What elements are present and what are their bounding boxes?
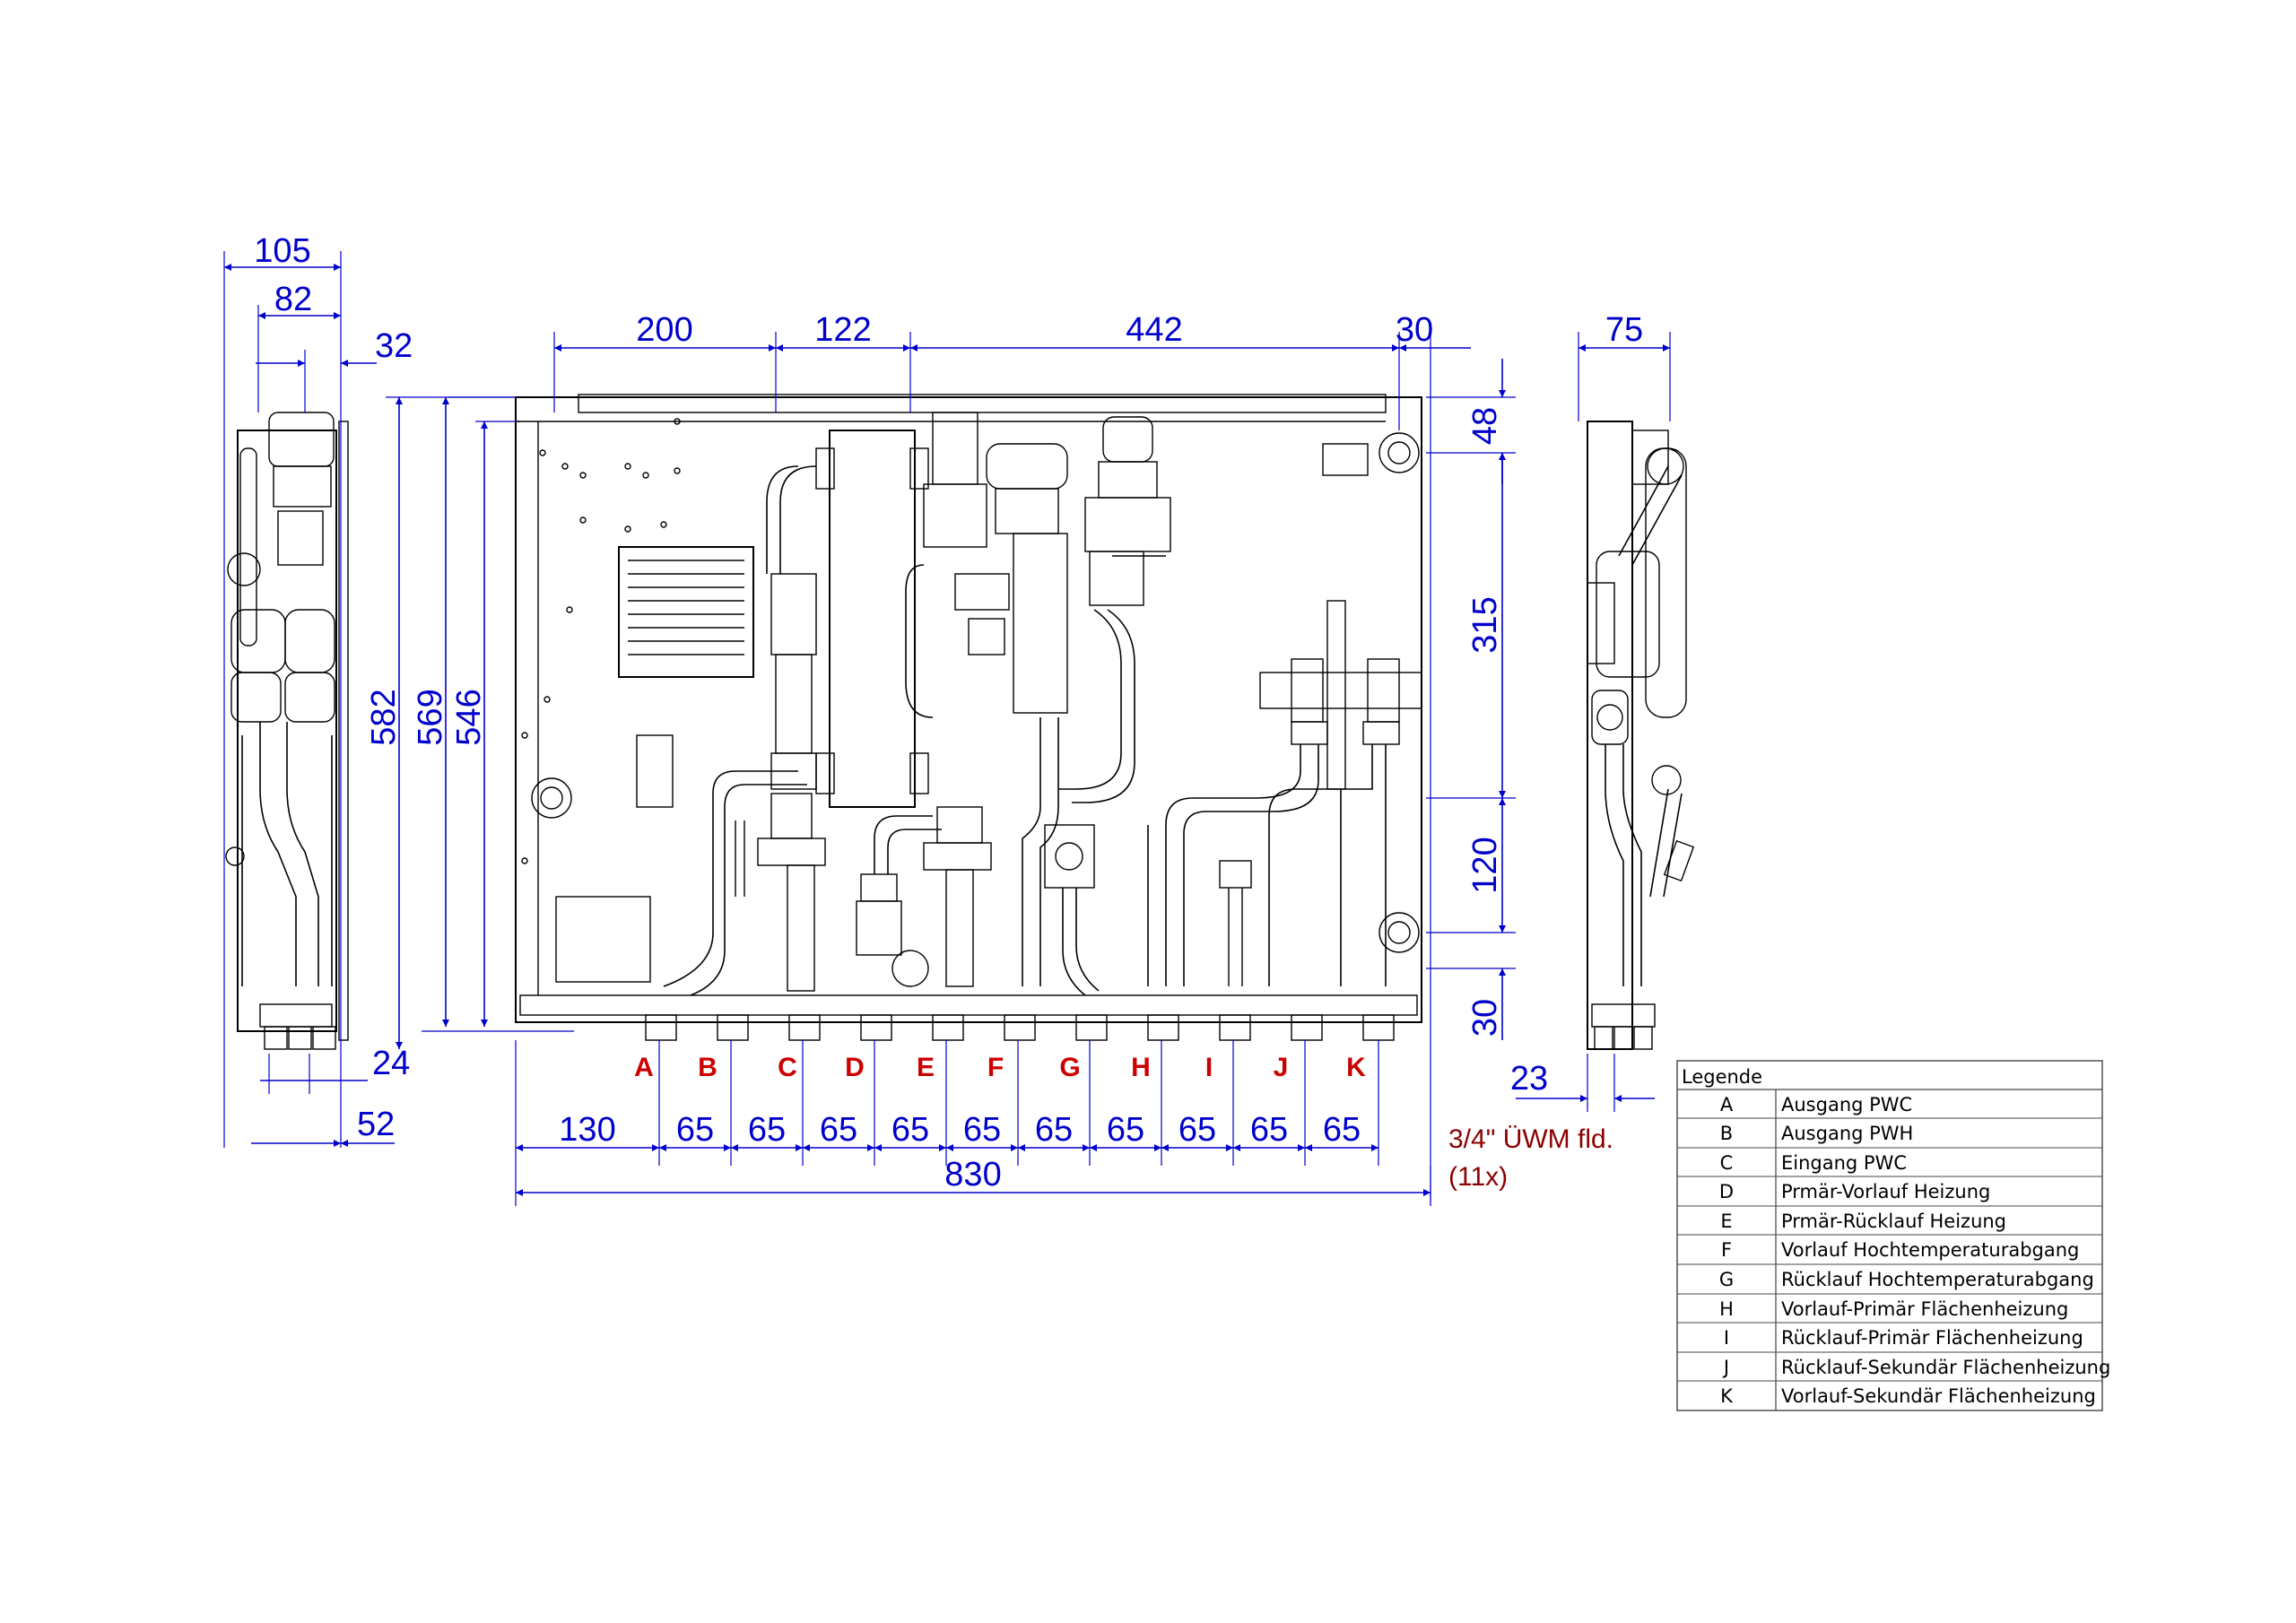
legend-code: K <box>1720 1385 1734 1407</box>
left-side-view: 105 82 32 582 569 546 24 52 <box>223 232 574 1148</box>
legend-text: Vorlauf Hochtemperaturabgang <box>1781 1239 2079 1261</box>
dim-right-side-75: 75 <box>1605 311 1643 349</box>
dim-left-105: 105 <box>254 232 310 270</box>
conn-label-h: H <box>1131 1053 1151 1082</box>
legend-code: D <box>1719 1181 1734 1202</box>
dim-bottom-65-9: 65 <box>1250 1111 1288 1149</box>
conn-label-c: C <box>778 1053 797 1082</box>
legend-text: Vorlauf-Sekundär Flächenheizung <box>1781 1385 2096 1407</box>
right-side-body <box>1587 421 1695 1050</box>
dim-bottom-65-2: 65 <box>748 1111 786 1149</box>
dim-left-582: 582 <box>365 689 403 745</box>
dim-bottom-65-5: 65 <box>963 1111 1001 1149</box>
dim-left-32: 32 <box>375 327 413 365</box>
legend-text: Rücklauf Hochtemperaturabgang <box>1781 1269 2094 1290</box>
legend-code: F <box>1721 1239 1732 1261</box>
conn-label-j: J <box>1274 1053 1289 1082</box>
conn-label-b: B <box>698 1053 718 1082</box>
legend-rows: A Ausgang PWC B Ausgang PWH C Eingang PW… <box>1677 1094 2110 1407</box>
dim-bottom-65-7: 65 <box>1107 1111 1144 1149</box>
dim-bottom-65-10: 65 <box>1323 1111 1361 1149</box>
legend-text: Ausgang PWH <box>1781 1123 1913 1144</box>
conn-label-d: D <box>845 1053 865 1082</box>
bottom-connectors <box>645 1014 1395 1041</box>
connection-labels: A B C D E F G H I J K <box>634 1053 1366 1082</box>
connection-note-line1: 3/4" ÜWM fld. <box>1448 1124 1613 1154</box>
legend-text: Prmär-Vorlauf Heizung <box>1781 1181 1990 1202</box>
dim-right-30: 30 <box>1466 999 1504 1037</box>
dim-right-48: 48 <box>1466 407 1504 445</box>
dim-bottom-65-6: 65 <box>1035 1111 1073 1149</box>
dim-right-side-23: 23 <box>1510 1060 1548 1098</box>
dim-left-82: 82 <box>274 281 312 318</box>
conn-label-f: F <box>987 1053 1004 1082</box>
piping <box>663 412 1422 996</box>
legend-code: C <box>1720 1152 1734 1174</box>
mounting-plate <box>515 396 1422 1023</box>
legend-title: Legende <box>1682 1066 1762 1088</box>
label-plate <box>555 896 651 983</box>
dim-right-315: 315 <box>1466 596 1504 653</box>
legend-text: Eingang PWC <box>1781 1152 1907 1174</box>
dim-bottom-65-4: 65 <box>891 1111 929 1149</box>
dim-top-122: 122 <box>814 311 871 349</box>
bottom-dimension-chain: 130 65 65 65 65 65 65 65 65 65 65 830 <box>515 1040 1431 1206</box>
screw-holes <box>521 418 681 864</box>
conn-label-i: I <box>1205 1053 1213 1082</box>
conn-label-e: E <box>917 1053 935 1082</box>
legend-code: A <box>1720 1094 1734 1115</box>
legend-text: Rücklauf-Primär Flächenheizung <box>1781 1327 2083 1349</box>
dim-left-546: 546 <box>450 689 488 745</box>
dim-bottom-65-8: 65 <box>1178 1111 1216 1149</box>
legend-code: G <box>1719 1269 1734 1290</box>
conn-label-k: K <box>1346 1053 1366 1082</box>
dim-right-120: 120 <box>1466 837 1504 893</box>
dim-top-442: 442 <box>1126 311 1182 349</box>
legend-code: H <box>1719 1298 1734 1320</box>
dim-bottom-130: 130 <box>559 1111 615 1149</box>
legend-code: I <box>1724 1327 1729 1349</box>
legend-text: Prmär-Rücklauf Heizung <box>1781 1211 2006 1232</box>
right-side-view: 75 23 <box>1510 311 1695 1112</box>
legend-text: Rücklauf-Sekundär Flächenheizung <box>1781 1357 2110 1378</box>
dim-left-24: 24 <box>372 1045 410 1082</box>
actuator <box>986 443 1068 490</box>
dim-bottom-65-3: 65 <box>820 1111 857 1149</box>
controller-unit <box>618 546 754 808</box>
left-side-body <box>225 412 349 1050</box>
conn-label-g: G <box>1059 1053 1080 1082</box>
legend-text: Ausgang PWC <box>1781 1094 1912 1115</box>
legend-table: Legende A Ausgang PWC B Ausgang PWH C Ei… <box>1676 1060 2110 1411</box>
dim-left-52: 52 <box>357 1106 395 1143</box>
dim-top-30: 30 <box>1396 311 1433 349</box>
heat-exchanger <box>829 430 916 808</box>
legend-code: B <box>1720 1123 1733 1144</box>
conn-label-a: A <box>634 1053 654 1082</box>
legend-code: J <box>1722 1357 1729 1378</box>
legend-code: E <box>1720 1211 1732 1232</box>
legend-text: Vorlauf-Primär Flächenheizung <box>1781 1298 2068 1320</box>
connection-note-line2: (11x) <box>1448 1162 1508 1192</box>
dim-top-200: 200 <box>636 311 692 349</box>
dim-total-830: 830 <box>944 1156 1001 1193</box>
dim-left-569: 569 <box>412 689 449 745</box>
dim-bottom-65-1: 65 <box>676 1111 714 1149</box>
front-view: 200 122 442 30 48 315 120 30 A B C D E F… <box>515 311 1613 1206</box>
